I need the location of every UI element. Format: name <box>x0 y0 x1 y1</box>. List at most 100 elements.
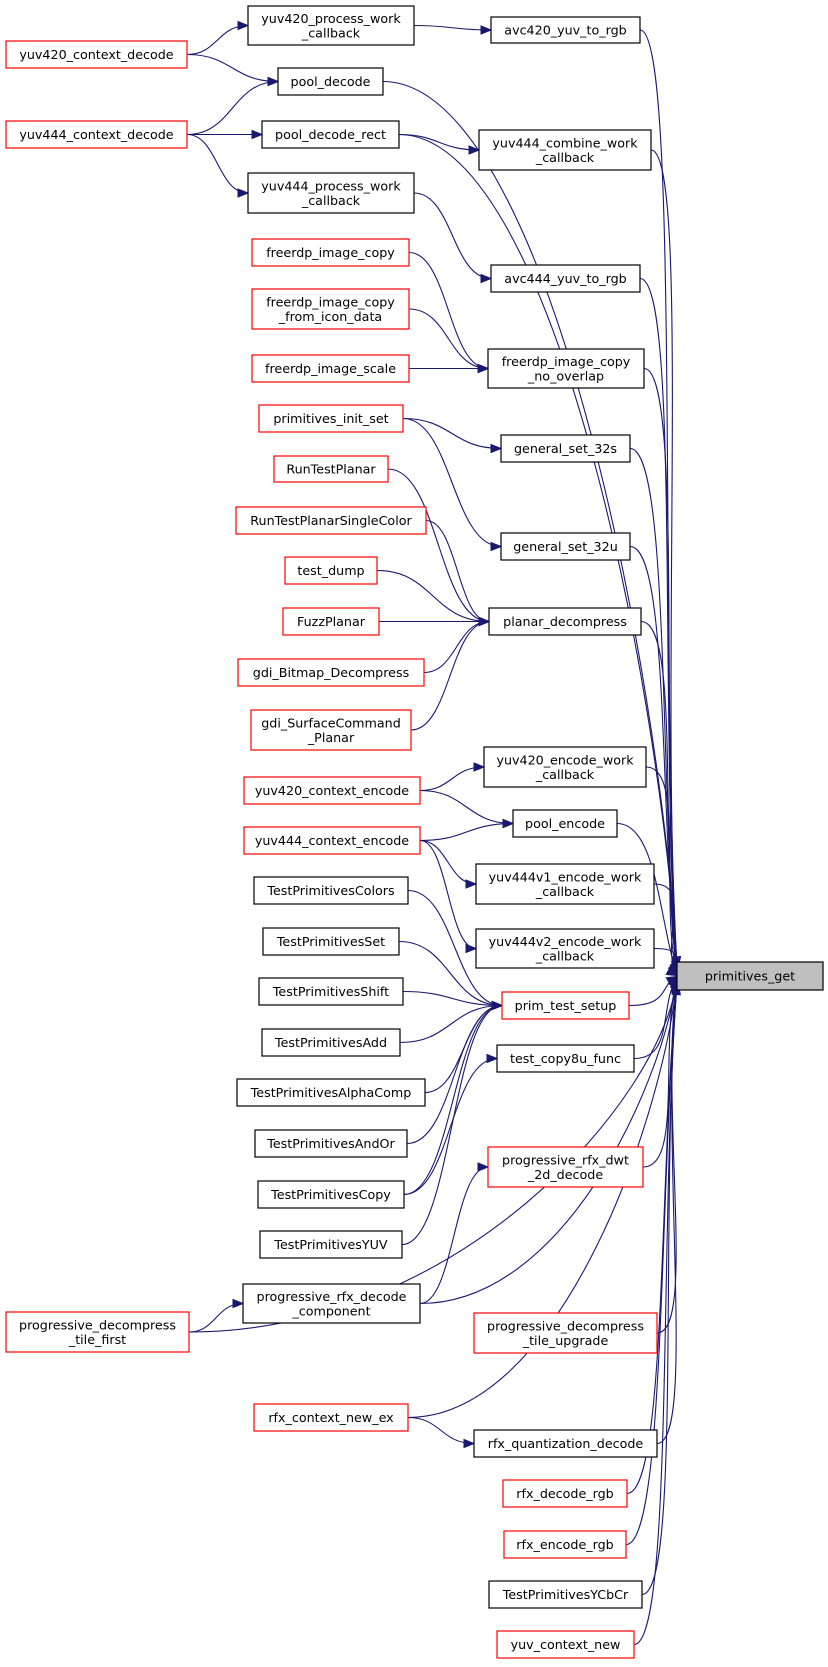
arrow-head-icon <box>465 943 478 954</box>
arrow-head-icon <box>468 145 481 155</box>
node-yuv444-context-decode[interactable]: yuv444_context_decode <box>5 120 188 149</box>
node-label: test_dump <box>297 563 364 578</box>
edge-line <box>408 308 489 370</box>
edge-line <box>423 620 490 674</box>
node-yuv444-combine-work-callback[interactable]: yuv444_combine_work_callback <box>478 129 652 171</box>
node-box <box>273 455 389 483</box>
node-label: TestPrimitivesYCbCr <box>502 1587 629 1602</box>
edge-pool-decode-rect-to-yuv444-combine-work-callback <box>398 133 481 155</box>
node-avc444-yuv-to-rgb[interactable]: avc444_yuv_to_rgb <box>490 264 641 293</box>
edge-line <box>643 367 678 969</box>
node-box <box>282 607 380 636</box>
node-pool-encode[interactable]: pool_encode <box>512 809 618 838</box>
node-box <box>250 709 412 751</box>
node-box <box>257 1180 405 1209</box>
edge-line <box>419 980 678 1305</box>
node-yuv444-process-work-callback[interactable]: yuv444_process_work_callback <box>247 172 415 214</box>
node-rfx-decode-rgb[interactable]: rfx_decode_rgb <box>502 1479 628 1508</box>
edge-yuv444-context-decode-to-yuv444-process-work-callback <box>186 133 250 198</box>
node-gdi-bitmap-decompress[interactable]: gdi_Bitmap_Decompress <box>237 658 425 687</box>
node-testprimitivesadd[interactable]: TestPrimitivesAdd <box>261 1028 401 1057</box>
node-testprimitivesalphacomp[interactable]: TestPrimitivesAlphaComp <box>236 1078 426 1107</box>
node-box <box>284 556 378 585</box>
node-label: yuv420_context_encode <box>255 783 409 798</box>
edge-yuv444-context-encode-to-yuv444v1-encode-work-callback <box>419 839 478 889</box>
node-avc420-yuv-to-rgb[interactable]: avc420_yuv_to_rgb <box>490 16 641 44</box>
node-testprimitivesshift[interactable]: TestPrimitivesShift <box>258 977 404 1006</box>
node-rfx-quantization-decode[interactable]: rfx_quantization_decode <box>473 1429 658 1458</box>
node-freerdp-image-scale[interactable]: freerdp_image_scale <box>251 354 410 383</box>
edge-line <box>633 984 678 1646</box>
edge-line <box>650 149 678 968</box>
node-progressive-decompress-tile-upgrade[interactable]: progressive_decompress_tile_upgrade <box>473 1312 658 1354</box>
node-label: progressive_rfx_decode <box>257 1289 407 1304</box>
edge-line <box>410 620 490 731</box>
node-prim-test-setup[interactable]: prim_test_setup <box>501 991 630 1020</box>
node-label: planar_decompress <box>503 614 627 629</box>
node-freerdp-image-copy[interactable]: freerdp_image_copy <box>251 238 410 267</box>
edge-line <box>403 1057 498 1196</box>
node-box <box>243 776 421 805</box>
edge-line <box>419 839 477 885</box>
node-general-set-32s[interactable]: general_set_32s <box>500 434 631 463</box>
arrow-head-icon <box>665 966 679 977</box>
arrow-head-icon <box>480 273 493 284</box>
node-runtestplanar[interactable]: RunTestPlanar <box>273 455 389 483</box>
node-yuv420-context-decode[interactable]: yuv420_context_decode <box>5 40 188 69</box>
node-yuv444-context-encode[interactable]: yuv444_context_encode <box>243 826 421 855</box>
node-box <box>487 348 645 389</box>
edge-line <box>629 447 678 970</box>
node-yuv444v1-encode-work-callback[interactable]: yuv444v1_encode_work_callback <box>475 863 655 905</box>
node-yuv-context-new[interactable]: yuv_context_new <box>496 1630 635 1659</box>
edge-freerdp-image-copy-to-freerdp-image-copy-no-overlap <box>408 251 490 374</box>
node-label: _callback <box>301 193 361 208</box>
node-label: _from_icon_data <box>278 309 382 324</box>
node-box <box>475 928 655 969</box>
node-yuv420-context-encode[interactable]: yuv420_context_encode <box>243 776 421 805</box>
node-label: TestPrimitivesYUV <box>273 1237 387 1252</box>
node-progressive-rfx-dwt-2d-decode[interactable]: progressive_rfx_dwt_2d_decode <box>487 1146 644 1188</box>
node-progressive-rfx-decode-component[interactable]: progressive_rfx_decode_component <box>242 1283 421 1324</box>
node-pool-decode[interactable]: pool_decode <box>277 67 384 96</box>
edge-test-dump-to-planar-decompress <box>376 569 491 627</box>
node-test-dump[interactable]: test_dump <box>284 556 378 585</box>
node-yuv444v2-encode-work-callback[interactable]: yuv444v2_encode_work_callback <box>475 928 655 969</box>
node-planar-decompress[interactable]: planar_decompress <box>488 607 642 636</box>
node-primitives-get[interactable]: primitives_get <box>676 961 824 991</box>
node-testprimitivesandor[interactable]: TestPrimitivesAndOr <box>254 1129 408 1158</box>
edge-line <box>626 982 678 1495</box>
node-fuzzplanar[interactable]: FuzzPlanar <box>282 607 380 636</box>
node-label: TestPrimitivesColors <box>266 883 394 898</box>
edge-line <box>402 417 502 548</box>
edge-gdi-surfacecommand-planar-to-planar-decompress <box>410 616 491 731</box>
node-yuv420-encode-work-callback[interactable]: yuv420_encode_work_callback <box>483 746 647 788</box>
node-pool-decode-rect[interactable]: pool_decode_rect <box>261 120 400 149</box>
edge-yuv420-process-work-callback-to-avc420-yuv-to-rgb <box>413 24 493 35</box>
edge-freerdp-image-scale-to-freerdp-image-copy-no-overlap <box>409 363 490 374</box>
node-progressive-decompress-tile-first[interactable]: progressive_decompress_tile_first <box>5 1311 190 1353</box>
node-runtestplanarsinglecolor[interactable]: RunTestPlanarSingleColor <box>235 506 427 535</box>
node-gdi-surfacecommand-planar[interactable]: gdi_SurfaceCommand_Planar <box>250 709 412 751</box>
node-label: freerdp_image_copy <box>266 245 395 260</box>
node-test-copy8u-func[interactable]: test_copy8u_func <box>496 1044 635 1073</box>
node-freerdp-image-copy-no-overlap[interactable]: freerdp_image_copy_no_overlap <box>487 348 645 389</box>
arrow-head-icon <box>490 443 503 454</box>
node-testprimitivesycbcr[interactable]: TestPrimitivesYCbCr <box>488 1580 643 1609</box>
node-general-set-32u[interactable]: general_set_32u <box>500 532 631 561</box>
node-testprimitivesset[interactable]: TestPrimitivesSet <box>262 927 400 956</box>
node-box <box>488 607 642 636</box>
node-testprimitivescolors[interactable]: TestPrimitivesColors <box>253 876 409 905</box>
node-box <box>473 1429 658 1458</box>
node-box <box>502 1479 628 1508</box>
node-rfx-encode-rgb[interactable]: rfx_encode_rgb <box>503 1530 627 1559</box>
node-rfx-context-new-ex[interactable]: rfx_context_new_ex <box>253 1403 409 1432</box>
node-label: pool_decode <box>291 74 371 89</box>
node-yuv420-process-work-callback[interactable]: yuv420_process_work_callback <box>247 5 415 46</box>
node-testprimitivesyuv[interactable]: TestPrimitivesYUV <box>259 1230 403 1259</box>
edge-yuv420-context-decode-to-yuv420-process-work-callback <box>186 20 250 56</box>
node-primitives-init-set[interactable]: primitives_init_set <box>258 404 404 433</box>
node-testprimitivescopy[interactable]: TestPrimitivesCopy <box>257 1180 405 1209</box>
node-freerdp-image-copy-from-icon-data[interactable]: freerdp_image_copy_from_icon_data <box>251 288 410 330</box>
edge-yuv420-context-encode-to-yuv420-encode-work-callback <box>419 762 486 792</box>
edge-yuv444-process-work-callback-to-avc444-yuv-to-rgb <box>413 192 493 284</box>
